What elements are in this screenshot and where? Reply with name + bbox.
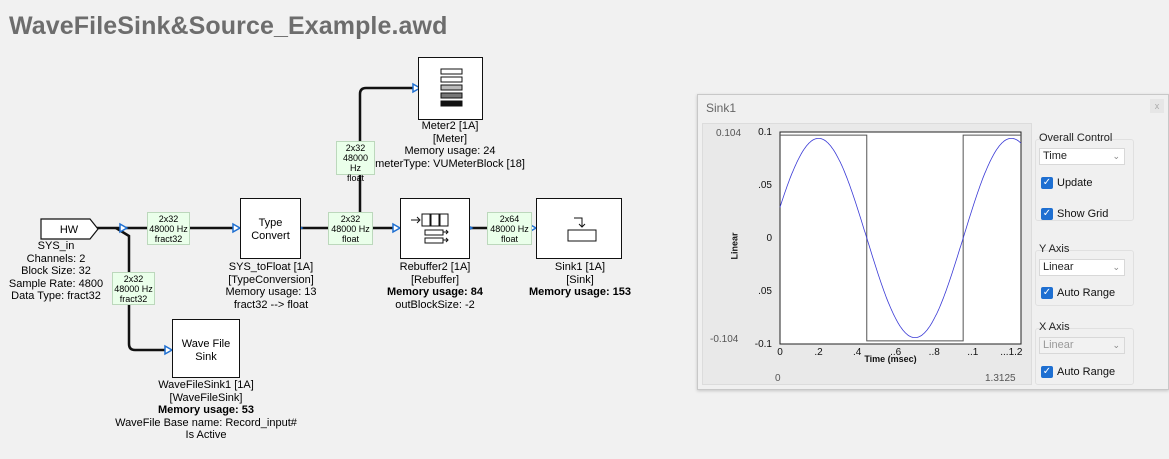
sink-window[interactable]: Sink1 x 0.104 -0.104 0 1.3125 Linear 0.1… [697,94,1169,390]
wavefile-labels: WaveFileSink1 [1A] [WaveFileSink] Memory… [115,379,297,441]
x-tick-label: ..8 [929,347,941,358]
y-max-readout: 0.104 [716,128,742,139]
x-tick-label: .2 [814,347,823,358]
hw-source-block[interactable]: HW [40,218,100,240]
y-tick-label: 0.1 [758,127,772,138]
y-axis-group [1035,250,1134,306]
document-title: WaveFileSink&Source_Example.awd [9,12,448,40]
overall-control-select[interactable]: Time⌄ [1039,148,1125,165]
vu-meter-icon [440,68,463,107]
show-grid-label: Show Grid [1057,208,1109,220]
x-axis-group-label: X Axis [1039,321,1070,333]
type-convert-block[interactable]: Type Convert [240,198,301,259]
meter-block[interactable] [418,57,483,120]
x-tick-label: ...1.2 [1000,347,1023,358]
x-tick-label: ..6 [890,347,902,358]
sink-labels: Sink1 [1A] [Sink] Memory usage: 153 [528,261,632,298]
show-grid-checkbox[interactable]: ✓ [1041,208,1053,220]
x-auto-range-checkbox[interactable]: ✓ [1041,366,1053,378]
overall-control-label: Overall Control [1039,132,1113,144]
chevron-down-icon: ⌄ [1112,340,1120,350]
x-axis-select: Linear⌄ [1039,337,1125,354]
sine-wave-series [779,137,1022,339]
x-tick-label: ..1 [967,347,979,358]
input-pin-icon [392,222,402,234]
type-convert-text-2: Convert [251,230,290,242]
rebuffer-labels: Rebuffer2 [1A] [Rebuffer] Memory usage: … [387,261,483,311]
sys-in-sample-rate: Sample Rate: 4800 [8,277,104,290]
hw-label: HW [60,224,79,236]
y-tick-label: -0.1 [755,339,773,350]
y-tick-label: .05 [758,180,772,191]
y-min-readout: -0.104 [710,334,739,345]
x-min-readout: 0 [775,373,781,384]
chevron-down-icon: ⌄ [1112,262,1120,272]
sink-block[interactable] [536,198,622,259]
input-pin-icon [412,82,422,94]
input-pin-icon [164,344,174,356]
overall-control-group [1035,139,1134,221]
sink-icon [567,217,597,242]
input-pin-icon [232,222,242,234]
sink-window-title: Sink1 [706,101,737,115]
update-checkbox[interactable]: ✓ [1041,177,1053,189]
y-axis-group-label: Y Axis [1039,243,1070,255]
x-auto-range-label: Auto Range [1057,366,1116,378]
sys-in-channels: Channels: 2 [26,252,86,265]
y-auto-range-checkbox[interactable]: ✓ [1041,287,1053,299]
meter-labels: Meter2 [1A] [Meter] Memory usage: 24 met… [375,120,525,170]
x-tick-label: .4 [853,347,862,358]
y-axis-select[interactable]: Linear⌄ [1039,259,1125,276]
x-max-readout: 1.3125 [985,373,1016,384]
y-auto-range-label: Auto Range [1057,287,1116,299]
close-icon[interactable]: x [1150,99,1164,113]
sys-in-labels: SYS_in Channels: 2 Block Size: 32 Sample… [0,240,112,303]
rebuffer-block[interactable] [400,198,470,259]
square-wave-series [780,134,1021,342]
type-convert-text-1: Type [258,217,283,229]
sys-in-name: SYS_in [37,240,75,252]
type-convert-labels: SYS_toFloat [1A] [TypeConversion] Memory… [225,261,317,311]
x-axis-label: Time (msec) [864,354,916,364]
output-pin-icon [119,222,129,234]
wire-sysin-to-wavefile [115,226,170,352]
x-tick-label: 0 [777,347,783,358]
y-tick-label: .05 [758,286,772,297]
plot-area [779,131,1022,345]
update-label: Update [1057,177,1093,189]
rebuffer-icon [411,213,449,244]
sys-in-block-size: Block Size: 32 [21,265,91,277]
sys-in-data-type: Data Type: fract32 [11,290,101,302]
wavefile-sink-block[interactable]: Wave File Sink [172,319,240,378]
x-axis-group [1035,328,1134,385]
y-tick-label: 0 [766,233,772,244]
chevron-down-icon: ⌄ [1112,151,1120,161]
